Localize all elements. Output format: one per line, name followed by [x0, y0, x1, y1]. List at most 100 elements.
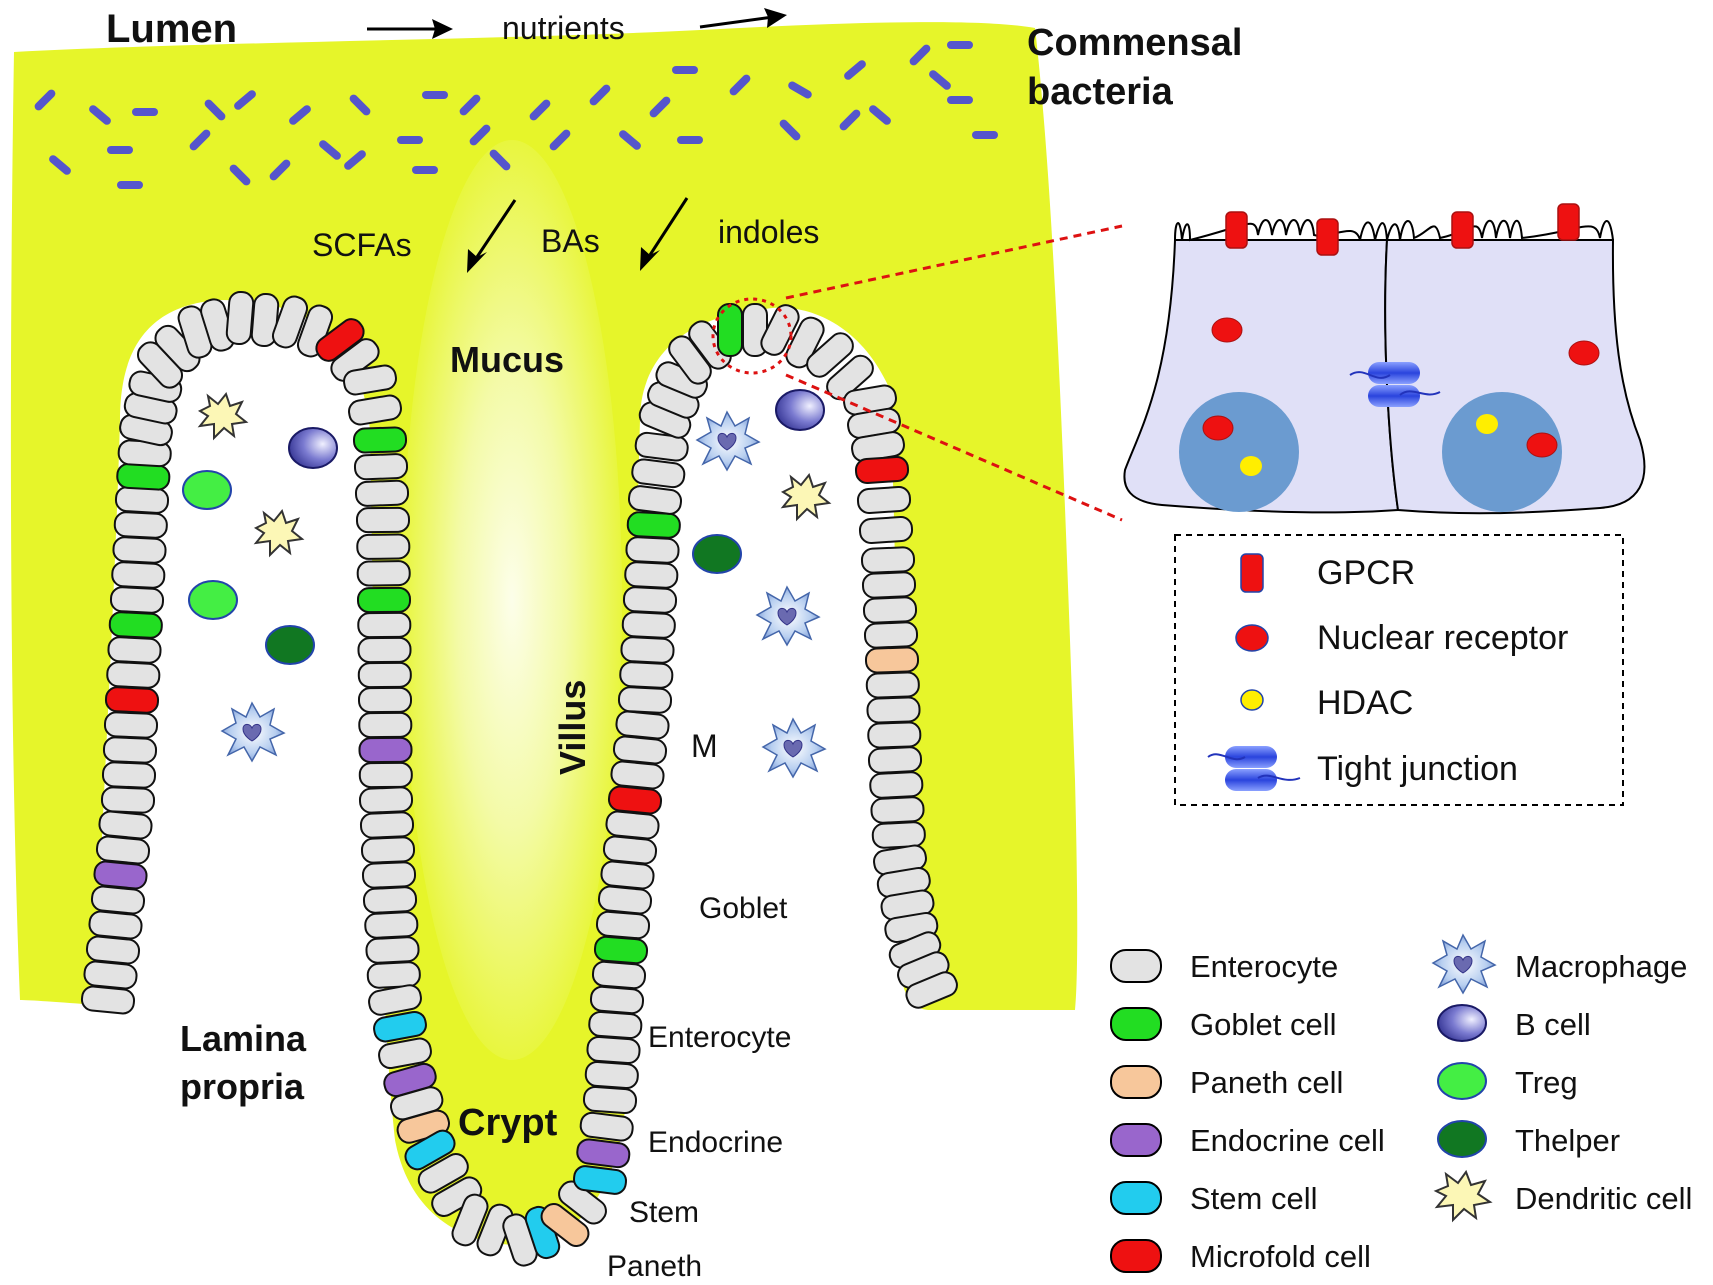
epithelial-cell [612, 735, 668, 765]
epithelial-cell [863, 621, 919, 649]
epithelial-cell [404, 1129, 456, 1171]
inset-legend-tight-junction: Tight junction [1317, 750, 1518, 788]
epithelial-cell [358, 761, 413, 789]
epithelial-cell [103, 711, 159, 739]
epithelial-cell [98, 810, 153, 840]
paneth-label: Paneth [607, 1250, 702, 1283]
epithelial-cell [365, 936, 420, 964]
macrophage [761, 717, 827, 779]
treg-icon [1437, 1062, 1487, 1100]
epithelial-cell [615, 710, 670, 740]
epithelial-cell [866, 696, 921, 724]
epithelial-cell [357, 611, 412, 639]
crypt-label: Crypt [458, 1102, 558, 1144]
epithelial-cell [867, 746, 923, 774]
epithelial-cell [625, 536, 680, 564]
epithelial-cell [343, 364, 397, 396]
epithelial-cell [806, 332, 854, 378]
m-cell-label: M [691, 728, 718, 764]
epithelial-cell [595, 910, 651, 940]
commensal-bacteria-label-line2: bacteria [1027, 71, 1174, 113]
epithelial-cell [362, 886, 418, 914]
bacterium [89, 105, 111, 125]
epithelial-cell [593, 935, 649, 965]
bacterium [344, 150, 366, 170]
epithelial-cell [114, 486, 170, 514]
epithelial-cell [621, 611, 676, 639]
epithelial-cell [111, 561, 166, 589]
mucus-glow [402, 140, 622, 1060]
epithelial-cell [626, 511, 681, 539]
epithelial-cell [451, 1193, 489, 1247]
epithelial-cell [582, 1085, 638, 1115]
bacterium [677, 136, 703, 144]
epithelial-cell [80, 985, 136, 1015]
endocrine-cell-swatch [1110, 1123, 1162, 1157]
epithelial-cell [106, 661, 161, 689]
inset-legend-gpcr: GPCR [1317, 554, 1415, 592]
epithelial-cell [619, 661, 674, 689]
epithelial-cell [358, 736, 413, 764]
enterocyte-swatch [1110, 949, 1162, 983]
epithelial-cell [864, 646, 920, 674]
bacterium [779, 119, 801, 141]
nuclear-receptor [1202, 415, 1234, 441]
epithelial-cell [624, 561, 679, 589]
b-cell [775, 389, 825, 431]
dendritic-cell-icon [1433, 1169, 1493, 1223]
legend-microfold-cell: Microfold cell [1190, 1239, 1371, 1274]
bacterium [269, 159, 291, 181]
bacterium [909, 44, 931, 66]
epithelial-cell [352, 426, 408, 454]
hdac [1476, 414, 1498, 434]
villus-left-interior [148, 339, 371, 1010]
epithelial-cell [865, 671, 920, 699]
epithelial-cell [356, 586, 412, 614]
epithelial-cell [104, 686, 160, 714]
hdac [1240, 456, 1262, 476]
bacterium [234, 90, 256, 110]
bacterium [972, 131, 998, 139]
epithelial-cell [368, 984, 422, 1016]
bacterium [34, 89, 56, 111]
epithelial-cell [867, 721, 922, 749]
bacterium [469, 124, 491, 146]
epithelial-cell [355, 506, 411, 534]
bacterium [947, 96, 973, 104]
epithelial-cell [870, 796, 925, 824]
epithelial-cell [361, 861, 417, 889]
epithelial-cell [366, 961, 421, 989]
epithelial-cell [597, 885, 653, 915]
nuclear-receptor [1526, 432, 1558, 458]
enterocyte-label: Enterocyte [648, 1021, 791, 1054]
bacterium [459, 94, 481, 116]
cell-legend-right: Macrophage B cell Treg Thelper Dendritic… [1431, 933, 1692, 1223]
scfas-label: SCFAs [312, 227, 412, 263]
epithelial-cell [353, 453, 409, 481]
tight-junction [1349, 362, 1441, 407]
gpcr-receptor [1557, 203, 1580, 241]
epithelial-cell [591, 960, 647, 990]
bacterium [869, 105, 891, 125]
bas-label: BAs [541, 223, 600, 259]
villus-label: Villus [552, 680, 593, 775]
epithelial-cell [584, 1060, 639, 1090]
nucleus [1179, 392, 1299, 512]
epithelial-cell [622, 586, 678, 614]
epithelial-cell [620, 636, 675, 664]
legend-thelper: Thelper [1515, 1123, 1620, 1158]
bacterium [947, 41, 973, 49]
epithelial-cell [90, 885, 146, 915]
mucus-label: Mucus [450, 339, 564, 380]
epithelial-cell [572, 1165, 628, 1195]
bacterium [788, 81, 812, 99]
thelper-cell [265, 625, 315, 665]
epithelial-cell [83, 960, 138, 990]
tight-junction-icon [1207, 746, 1301, 791]
epithelial-cell [364, 911, 419, 939]
legend-dendritic-cell: Dendritic cell [1515, 1181, 1692, 1216]
bacterium [204, 99, 226, 121]
nuclear-receptor [1568, 340, 1600, 366]
epithelial-cell [354, 479, 410, 507]
bacterium [107, 146, 133, 154]
